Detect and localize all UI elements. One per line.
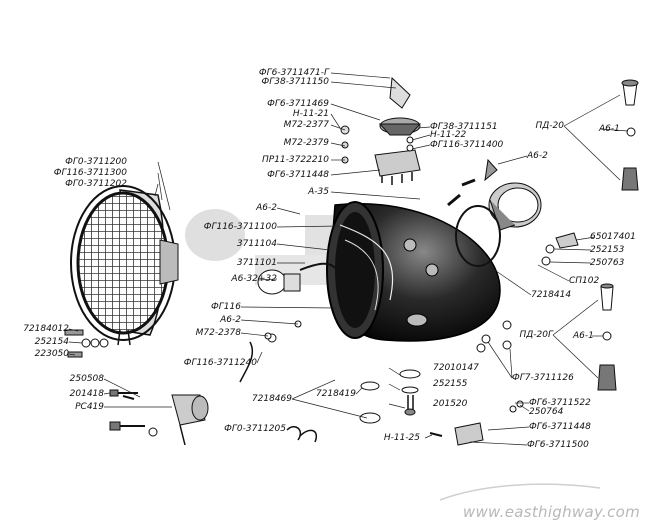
label-n-11-21: Н-11-21 — [292, 109, 329, 119]
label-a6-2-top: А6-2 — [527, 151, 548, 161]
label-252154: 252154 — [34, 337, 69, 347]
label-fg116-3711400: ФГ116-3711400 — [430, 140, 504, 150]
label-72010147: 72010147 — [433, 363, 479, 373]
label-pd-20: ПД-20 — [535, 121, 565, 131]
label-a6-1-top: А6-1 — [599, 124, 620, 134]
label-n-11-22: Н-11-22 — [430, 130, 467, 140]
label-fg6-3711448-top: ФГ6-3711448 — [267, 170, 329, 180]
label-a6-1-bottom: А6-1 — [573, 331, 594, 341]
label-72184012: 72184012 — [23, 324, 69, 334]
label-fg0-3711205: ФГ0-3711205 — [224, 424, 286, 434]
right-side-parts — [429, 79, 639, 446]
label-7218419: 7218419 — [315, 389, 356, 399]
label-fg6-3711500: ФГ6-3711500 — [527, 440, 589, 450]
label-250764: 250764 — [529, 407, 564, 417]
label-7218414: 7218414 — [531, 290, 572, 300]
label-m72-2379: М72-2379 — [283, 138, 329, 148]
label-201520: 201520 — [433, 399, 468, 409]
label-7218469: 7218469 — [251, 394, 292, 404]
label-fg38-3711150: ФГ38-3711150 — [261, 77, 329, 87]
label-a-35: А-35 — [308, 187, 329, 197]
watermark-text: www.easthighway.com — [462, 503, 640, 521]
leader-lines — [68, 72, 629, 446]
headlight-rim-assembly — [70, 185, 179, 346]
label-65017401: 65017401 — [590, 232, 636, 242]
label-fg6-3711522: ФГ6-3711522 — [529, 398, 591, 408]
label-3711101: 3711101 — [236, 258, 277, 268]
label-223050: 223050 — [34, 349, 69, 359]
watermark-swoosh — [439, 483, 601, 501]
label-fg6-3711448-bottom: ФГ6-3711448 — [529, 422, 591, 432]
label-252153: 252153 — [590, 245, 625, 255]
switch-assembly — [340, 76, 422, 185]
label-fg116-3711240: ФГ116-3711240 — [183, 358, 257, 368]
label-fg116: ФГ116 — [211, 302, 241, 312]
label-sp102: СП102 — [569, 276, 600, 286]
label-250763: 250763 — [590, 258, 625, 268]
label-fg0-3711202: ФГ0-3711202 — [65, 179, 127, 189]
label-fg0-3711200: ФГ0-3711200 — [65, 157, 127, 167]
label-n-11-25: Н-11-25 — [383, 433, 420, 443]
label-pr11-3722210: ПР11-3722210 — [262, 155, 329, 165]
center-bottom-parts — [239, 320, 421, 443]
bulb — [257, 269, 301, 295]
label-a6-2-mid: А6-2 — [220, 315, 241, 325]
label-252155: 252155 — [433, 379, 468, 389]
label-m72-2378: М72-2378 — [195, 328, 241, 338]
label-fg116-3711300: ФГ116-3711300 — [53, 168, 127, 178]
label-fg6-3711469: ФГ6-3711469 — [267, 99, 329, 109]
left-small-parts — [64, 329, 209, 446]
label-pd-20g: ПД-20Г — [519, 330, 553, 340]
speedometer — [447, 158, 542, 267]
label-3711104: 3711104 — [236, 239, 277, 249]
label-rs419: РС419 — [75, 402, 104, 412]
label-fg116-3711100: ФГ116-3711100 — [203, 222, 277, 232]
label-a6-2-left: А6-2 — [256, 203, 277, 213]
label-fg38-3711151: ФГ38-3711151 — [430, 122, 498, 132]
headlight-body — [299, 201, 501, 342]
label-m72-2377: М72-2377 — [283, 120, 329, 130]
label-201418: 201418 — [69, 389, 104, 399]
label-fg7-3711126: ФГ7-3711126 — [512, 373, 574, 383]
label-250508: 250508 — [69, 374, 104, 384]
label-a6-32-32: А6-32+32 — [231, 274, 277, 284]
label-fg6-3711471-g: ФГ6-3711471-Г — [258, 68, 329, 78]
